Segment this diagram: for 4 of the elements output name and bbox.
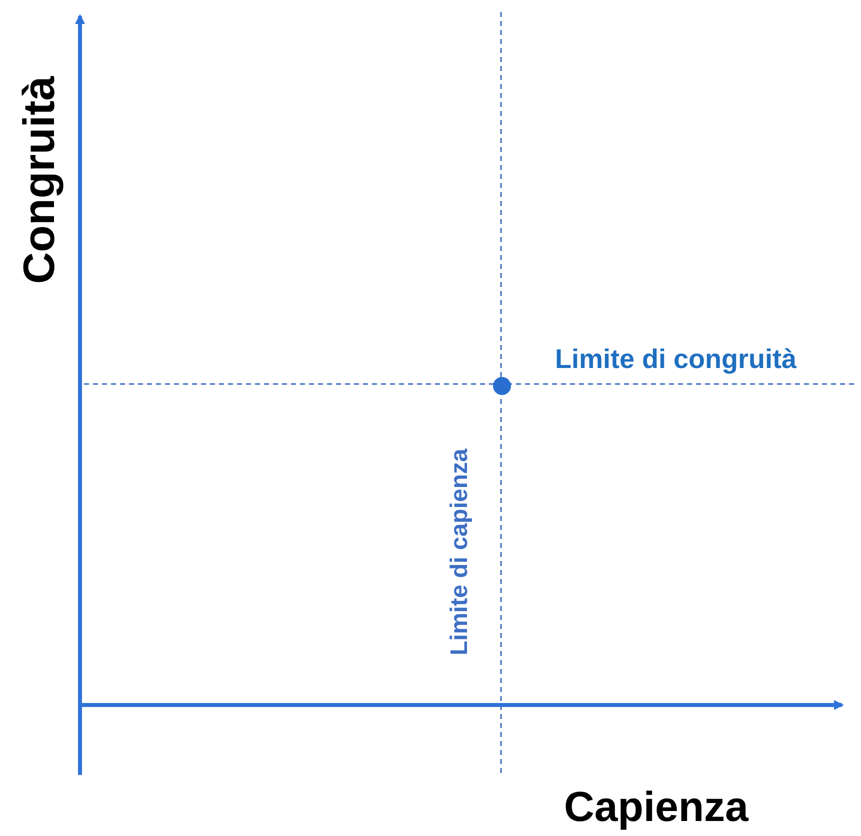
guide-label: Limite di congruità xyxy=(555,346,797,373)
axis-title: Capienza xyxy=(564,786,748,828)
axis-title: Congruità xyxy=(18,76,62,284)
guide-label: Limite di capienza xyxy=(448,448,472,656)
